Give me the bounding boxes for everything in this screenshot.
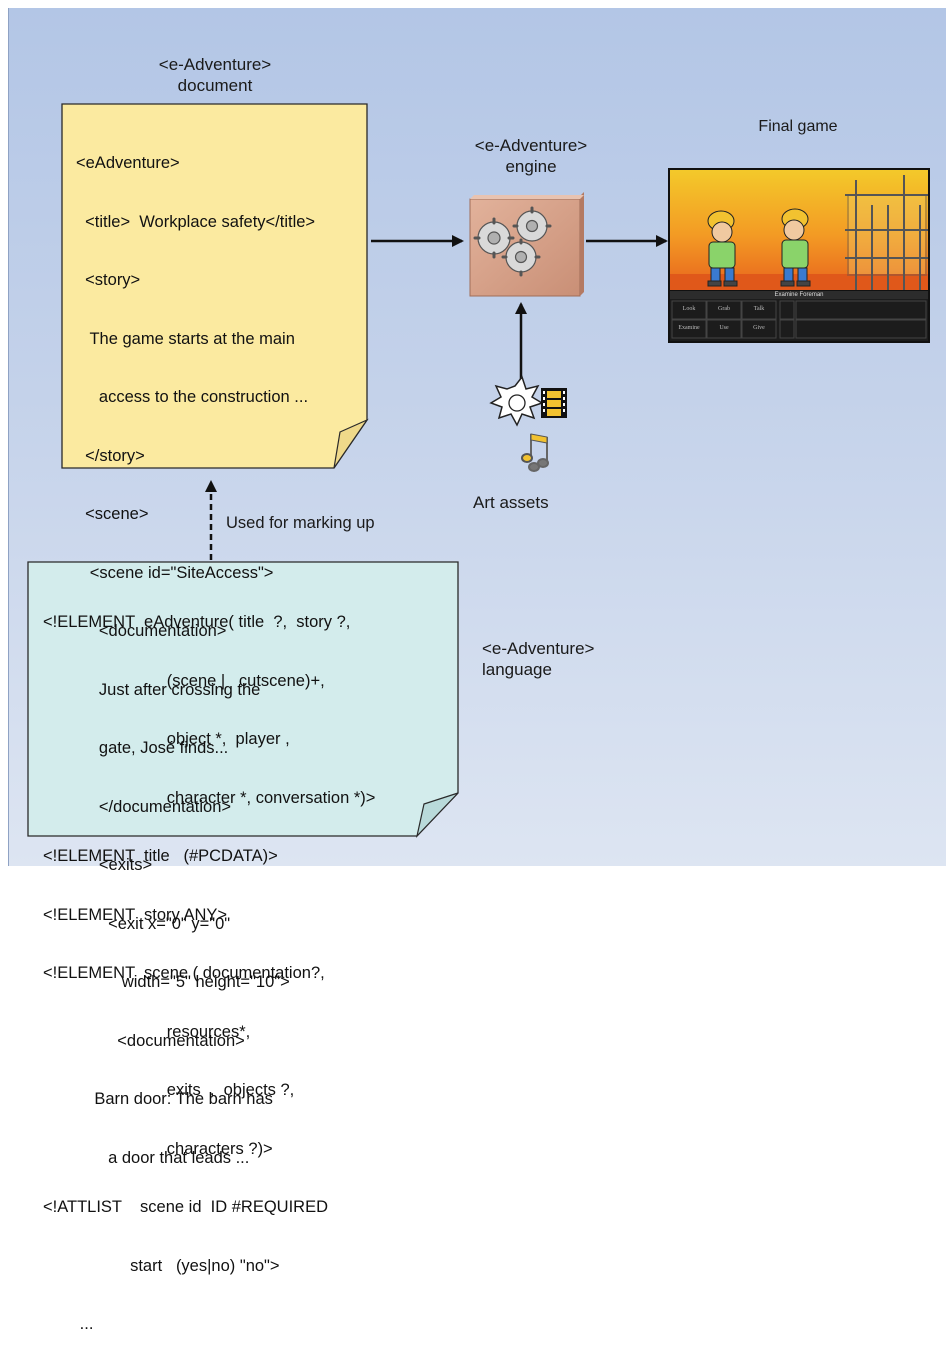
code-line: <documentation> <box>76 622 227 640</box>
code-line: <scene> <box>76 505 149 523</box>
document-note <box>61 103 369 469</box>
verb-examine: Examine <box>678 325 700 331</box>
language-label-line: <e-Adventure> <box>482 639 595 658</box>
film-icon <box>541 388 567 418</box>
engine-title: <e-Adventure> engine <box>456 135 606 177</box>
language-note <box>27 561 459 838</box>
verb-look: Look <box>682 306 696 312</box>
verb-grab: Grab <box>718 306 730 312</box>
document-title-line: document <box>177 76 253 95</box>
code-line: character *, conversation *)> <box>43 788 376 807</box>
document-title-line: <e-Adventure> <box>158 55 272 74</box>
code-line: exits , objects ?, <box>43 1081 295 1099</box>
verb-use: Use <box>719 325 729 331</box>
final-game-screenshot <box>668 168 930 343</box>
worker-character <box>780 208 811 287</box>
art-assets-label: Art assets <box>473 493 549 512</box>
code-line: access to the construction ... <box>76 388 309 406</box>
code-line: ... <box>43 1315 94 1333</box>
final-game-title: Final game <box>758 118 838 135</box>
engine-cube <box>469 192 584 297</box>
engine-title-line: <e-Adventure> <box>474 136 588 155</box>
language-code: <!ELEMENT eAdventure( title ?, story ?, … <box>43 574 375 1354</box>
document-title: <e-Adventure> document <box>140 54 290 96</box>
code-line: <scene id="SiteAccess"> <box>76 563 274 582</box>
language-label-line: language <box>482 660 552 679</box>
code-line: <!ATTLIST scene id ID #REQUIRED <box>43 1198 329 1216</box>
worker-character <box>707 210 738 287</box>
code-line: resources*, <box>43 1022 251 1041</box>
language-side-label: <e-Adventure> language <box>482 638 594 680</box>
game-status-line: Examine Foreman <box>774 292 824 298</box>
verb-give: Give <box>753 325 765 331</box>
music-notes-icon <box>521 433 549 472</box>
verb-talk: Talk <box>753 306 765 312</box>
code-line: Just after crossing the <box>76 680 261 699</box>
code-line: </documentation> <box>76 797 232 816</box>
code-line: <eAdventure> <box>76 154 180 172</box>
sun-icon <box>489 375 544 427</box>
markup-arrow-label: Used for marking up <box>226 514 375 532</box>
code-line: <story> <box>76 271 141 289</box>
code-line: <exits> <box>76 856 153 874</box>
code-line: <!ELEMENT title (#PCDATA)> <box>43 847 278 865</box>
code-line: </story> <box>76 446 145 465</box>
diagram-graphics <box>27 103 930 838</box>
code-line: <title> Workplace safety</title> <box>76 212 316 231</box>
code-line: object *, player , <box>43 730 290 748</box>
code-line: <!ELEMENT story ANY> <box>43 905 228 924</box>
art-assets-icons <box>489 375 567 472</box>
code-line: <!ELEMENT eAdventure( title ?, story ?, <box>43 613 351 631</box>
code-line: start (yes|no) "no"> <box>43 1256 280 1275</box>
code-line: <!ELEMENT scene ( documentation?, <box>43 964 325 982</box>
code-line: The game starts at the main <box>76 329 295 348</box>
code-line: gate, José finds... <box>76 739 229 757</box>
code-line: characters ?)> <box>43 1139 273 1158</box>
code-line: (scene | cutscene)+, <box>43 671 325 690</box>
engine-title-line: engine <box>505 157 557 176</box>
